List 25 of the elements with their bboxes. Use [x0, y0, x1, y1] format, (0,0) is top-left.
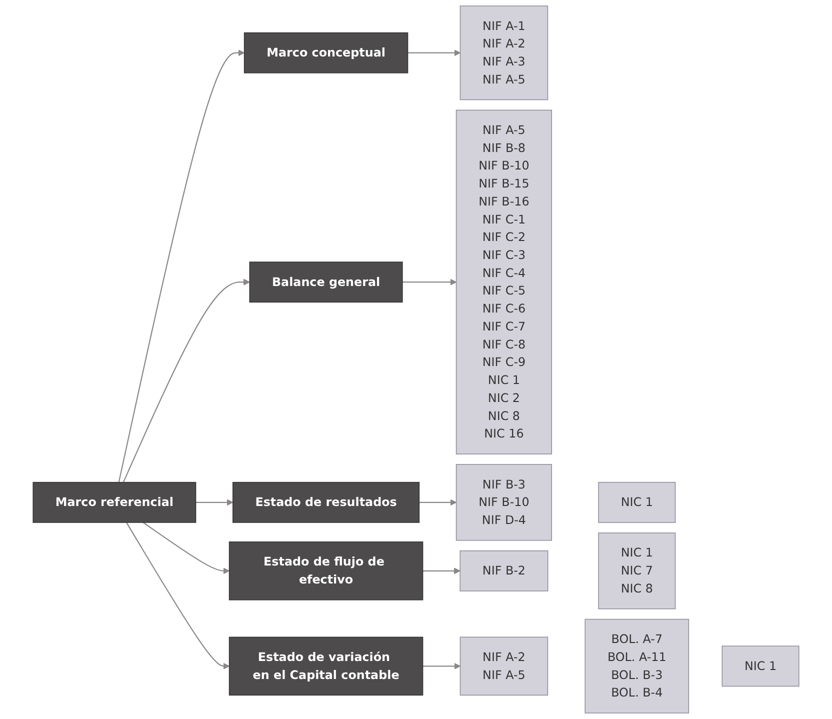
arrow — [196, 499, 234, 506]
node-box: NIC 1 NIC 7 NIC 8 — [598, 532, 676, 610]
arrow — [126, 522, 230, 670]
node-box: Estado de variación en el Capital contable — [228, 636, 424, 696]
node-box: NIF A-1 NIF A-2 NIF A-3 NIF A-5 — [460, 6, 548, 100]
arrow — [142, 522, 230, 574]
arrow — [402, 278, 457, 286]
node-box: Marco referencial — [32, 482, 196, 523]
node-box: NIF B-2 — [460, 550, 548, 592]
arrow — [422, 662, 461, 670]
node-box: Marco conceptual — [244, 32, 408, 74]
arrow — [118, 50, 245, 482]
node-box: NIF B-3 NIF B-10 NIF D-4 — [456, 464, 552, 541]
node-box: NIF A-5 NIF B-8 NIF B-10 NIF B-15 NIF B-16 NIF C-1 NIF C-2 NIF C-3 NIF C-4 NIF C-5 NIF C-6 NIF C-7 NIF C-8 NIF C-9 NIC 1 NIC 2 NIC 8 NIC 16 — [456, 110, 552, 454]
node-box: NIC 1 — [598, 482, 676, 523]
node-box: NIC 1 — [722, 646, 800, 687]
node-box: Estado de resultados — [232, 482, 420, 523]
arrow — [122, 278, 250, 483]
node-box: BOL. A-7 BOL. A-11 BOL. B-3 BOL. B-4 — [584, 618, 690, 714]
arrow — [422, 568, 460, 574]
arrow — [408, 50, 461, 56]
node-box: NIF A-2 NIF A-5 — [460, 636, 548, 696]
node-box: Estado de flujo de efectivo — [228, 541, 424, 600]
arrow — [419, 499, 457, 506]
node-box: Balance general — [249, 262, 403, 303]
